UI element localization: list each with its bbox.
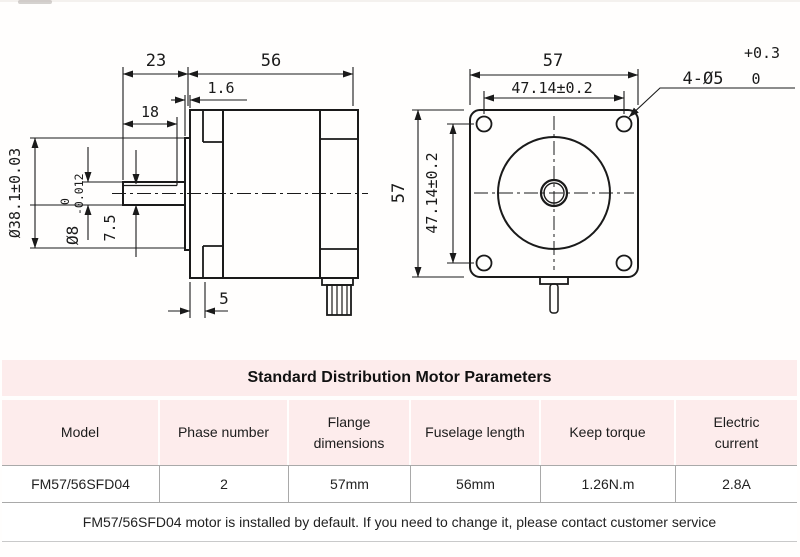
mounting-hole-top-left [475, 115, 493, 133]
front-view-labels: 57 47.14±0.2 57 47.14±0.2 4-Ø5 +0.3 0 [389, 44, 780, 234]
cell-keep-torque: 1.26N.m [541, 466, 676, 502]
dim-label-hole-span-horizontal: 47.14±0.2 [511, 79, 592, 97]
top-edge-smudge [18, 0, 52, 4]
wire-tab [539, 276, 569, 285]
svg-text:Ø8: Ø8 [63, 226, 82, 245]
table-title-separator [2, 396, 797, 400]
side-view-labels: 23 56 1.6 18 Ø38.1±0.03 Ø8 0 -0.012 7.5 … [6, 51, 281, 308]
column-header-keep-torque: Keep torque [541, 400, 676, 465]
shaft-tolerance-upper: 0 [58, 198, 72, 205]
dim-label-hole-callout: 4-Ø5 [683, 69, 724, 89]
table-footnote: FM57/56SFD04 motor is installed by defau… [2, 503, 797, 542]
corner-notches [202, 110, 358, 278]
front-view-dimensions [412, 69, 795, 278]
motor-parameters-table: Standard Distribution Motor Parameters M… [2, 360, 797, 542]
front-view: 57 47.14±0.2 57 47.14±0.2 4-Ø5 +0.3 0 [389, 44, 795, 314]
cell-flange-dimensions: 57mm [289, 466, 411, 502]
side-view: 23 56 1.6 18 Ø38.1±0.03 Ø8 0 -0.012 7.5 … [6, 51, 368, 318]
dim-label-body-length: 56 [261, 51, 281, 71]
column-header-fuselage-length: Fuselage length [411, 400, 541, 465]
technical-drawing: 23 56 1.6 18 Ø38.1±0.03 Ø8 0 -0.012 7.5 … [6, 44, 795, 318]
dim-label-boss-thickness: 1.6 [207, 79, 234, 97]
hole-tolerance-upper: +0.3 [744, 44, 780, 62]
column-header-model: Model [2, 400, 160, 465]
side-view-dimensions [30, 67, 354, 318]
dim-label-flange-height: 57 [389, 183, 409, 203]
mounting-hole-bottom-left [475, 254, 493, 272]
column-header-flange-dimensions: Flange dimensions [289, 400, 411, 465]
table-header-row: Model Phase number Flange dimensions Fus… [2, 400, 797, 465]
wire-ribbon [326, 284, 352, 316]
wire-ribbon-lines [331, 285, 348, 315]
side-view-motor-outline [122, 109, 359, 316]
dim-label-shaft-length: 23 [146, 51, 166, 71]
shaft-tolerance-lower: -0.012 [72, 173, 86, 215]
hole-callout-leader [628, 87, 795, 118]
top-edge-artifact [0, 0, 800, 2]
table-row: FM57/56SFD04 2 57mm 56mm 1.26N.m 2.8A [2, 465, 797, 503]
table-title: Standard Distribution Motor Parameters [2, 360, 797, 396]
cell-fuselage-length: 56mm [411, 466, 541, 502]
dim-label-flange-width: 57 [543, 51, 563, 71]
dim-label-flange-thickness: 5 [219, 289, 229, 308]
mounting-hole-bottom-right [615, 254, 633, 272]
column-header-phase-number: Phase number [160, 400, 289, 465]
cell-model: FM57/56SFD04 [2, 466, 160, 502]
wire-lead [549, 283, 559, 314]
hole-tolerance-lower: 0 [751, 70, 760, 88]
dim-label-flat-depth: 7.5 [101, 214, 119, 241]
dim-label-shaft-diameter: Ø8 0 -0.012 [58, 173, 86, 245]
dim-label-flat-length: 18 [141, 103, 159, 121]
wire-connector [321, 277, 354, 286]
column-header-electric-current: Electric current [676, 400, 797, 465]
shaft-flat-line [123, 182, 178, 187]
dim-label-hole-span-vertical: 47.14±0.2 [423, 152, 441, 233]
cell-phase-number: 2 [160, 466, 289, 502]
front-center-lines [474, 116, 634, 270]
mounting-hole-top-right [615, 115, 633, 133]
cell-electric-current: 2.8A [722, 476, 751, 492]
dim-label-boss-diameter: Ø38.1±0.03 [6, 148, 24, 238]
